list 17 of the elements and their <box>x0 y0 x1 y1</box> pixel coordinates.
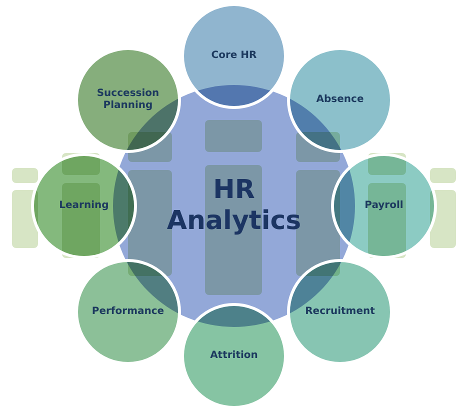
topic-label: Attrition <box>210 350 258 362</box>
topic-label: Learning <box>59 200 109 212</box>
topic-circle <box>181 3 287 109</box>
topic-label: Recruitment <box>305 306 375 318</box>
topic-label: Succession Planning <box>96 88 160 112</box>
topic-label: Performance <box>92 306 164 318</box>
topic-label: Absence <box>316 94 364 106</box>
topic-circle <box>75 47 181 153</box>
center-title: HR Analytics <box>166 175 302 237</box>
topic-circle <box>181 303 287 409</box>
topic-circle <box>287 259 393 365</box>
topic-label: Core HR <box>211 50 257 62</box>
topic-circle <box>331 153 437 259</box>
topic-label: Payroll <box>364 200 404 212</box>
topic-circle <box>75 259 181 365</box>
topic-circle <box>31 153 137 259</box>
topic-circle <box>287 47 393 153</box>
